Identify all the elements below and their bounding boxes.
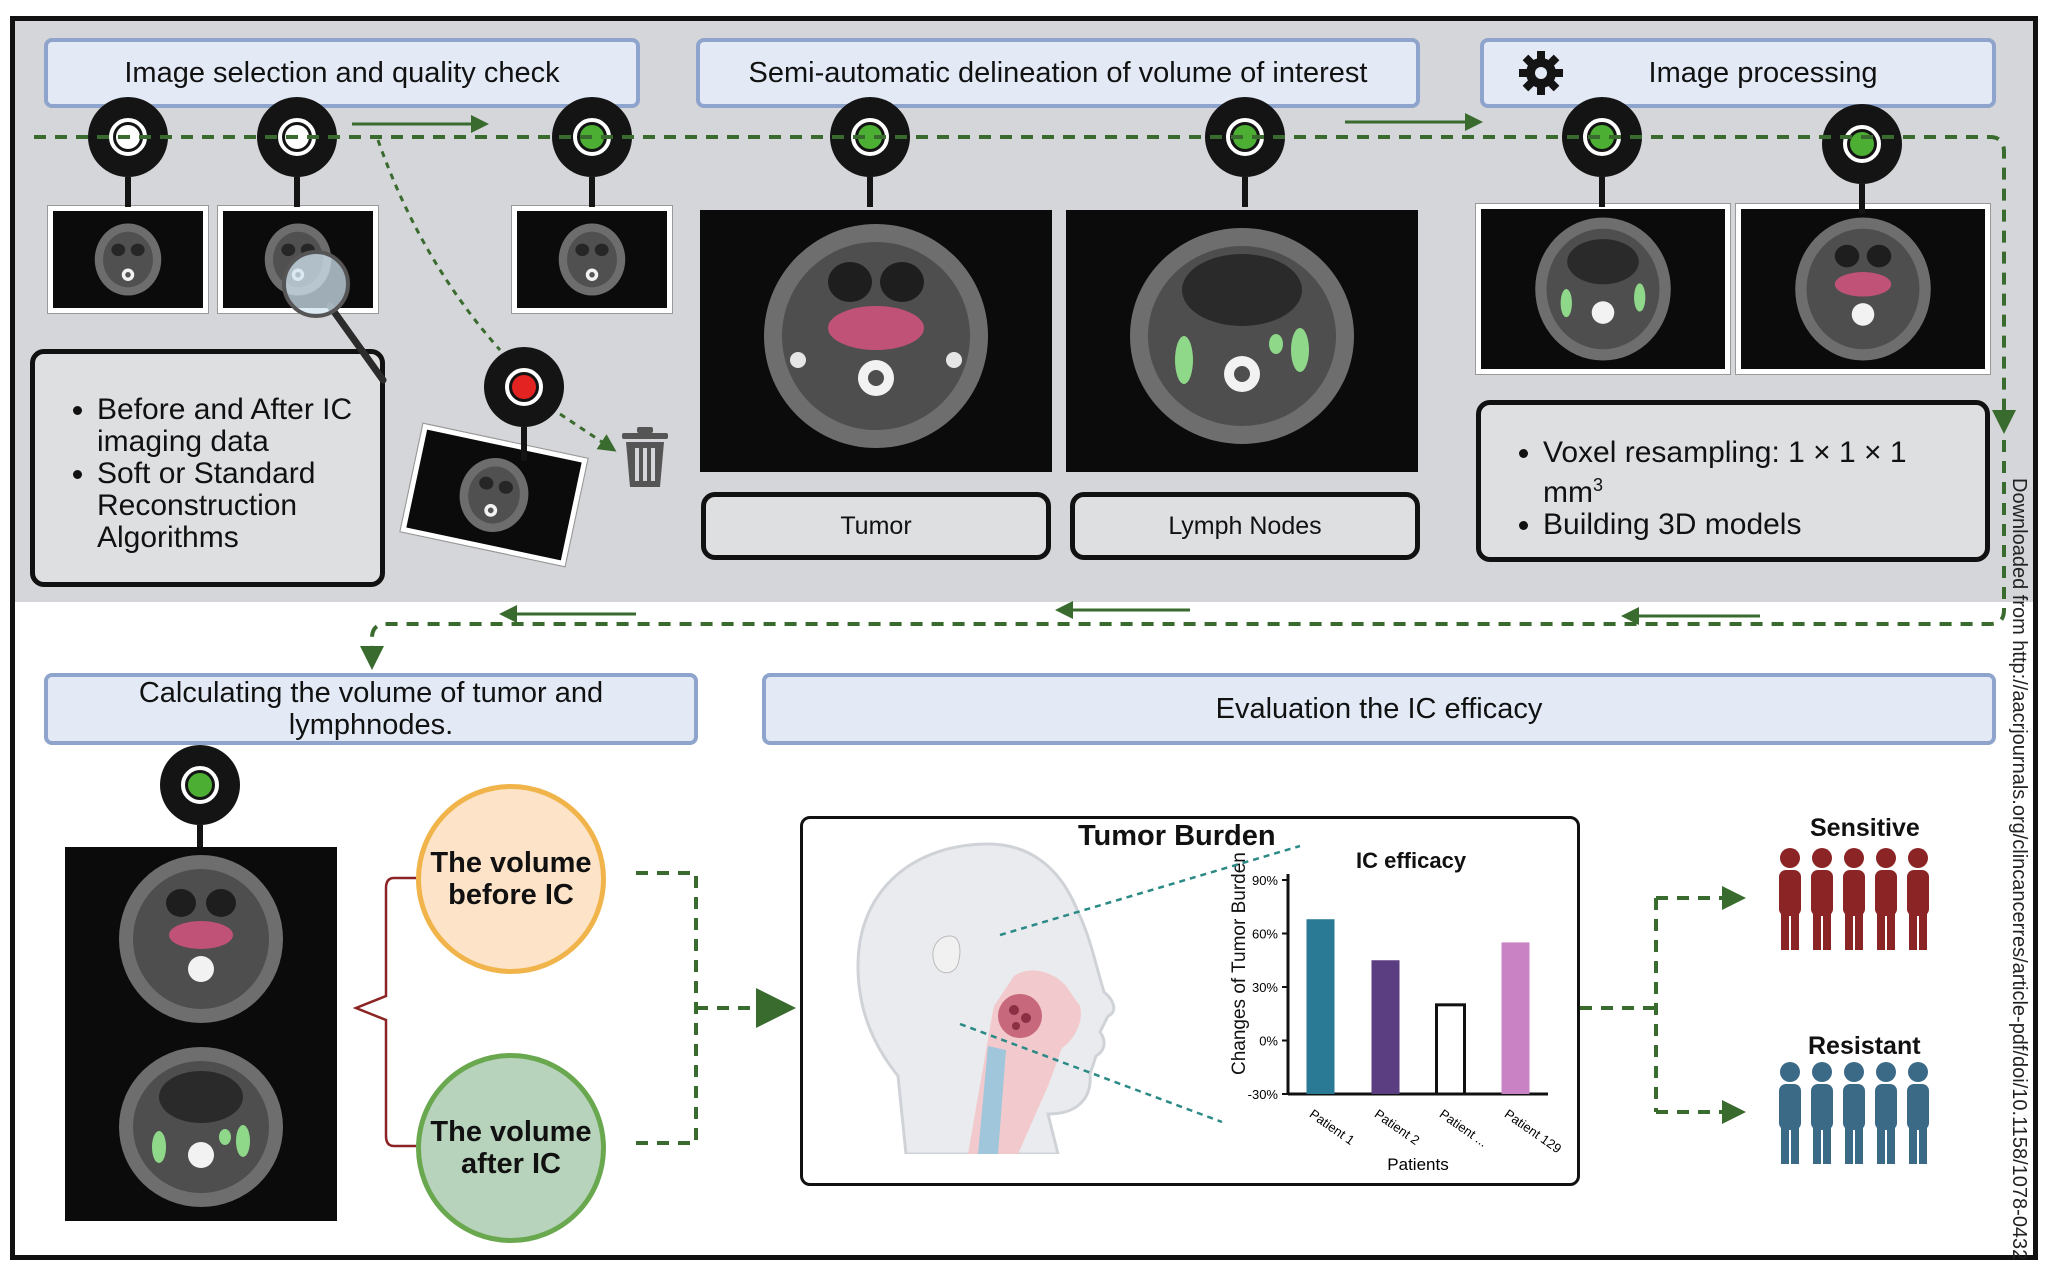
ct-scan-thumbnail-1 xyxy=(48,206,208,313)
chart-x-tick-label: Patient 129 xyxy=(1502,1106,1564,1156)
lymph-nodes-label-box: Lymph Nodes xyxy=(1070,492,1420,560)
chart-bar xyxy=(1501,942,1530,1094)
download-watermark: Downloaded from http://aacrjournals.org/… xyxy=(2008,478,2030,1261)
gear-icon xyxy=(1519,51,1563,95)
ct-axial-slice-tumor xyxy=(1795,217,1931,361)
ct-scan-processed-lymph xyxy=(1476,204,1730,374)
figure-frame xyxy=(10,16,2038,1260)
sensitive-people-icon xyxy=(1779,848,1929,950)
resistant-label: Resistant xyxy=(1808,1032,1921,1060)
ct-scan-thumbnail-accepted xyxy=(512,206,672,313)
chart-y-tick-label: 90% xyxy=(1252,873,1278,888)
ct-axial-slice xyxy=(558,223,626,296)
resistant-people-icon xyxy=(1779,1062,1929,1164)
chart-y-tick-label: 60% xyxy=(1252,927,1278,942)
step-header-calculating: Calculating the volume of tumor and lymp… xyxy=(44,673,698,745)
note-3d-models: Building 3D models xyxy=(1543,509,1985,541)
ct-scan-tumor-delineation xyxy=(700,210,1052,472)
step-header-selection: Image selection and quality check xyxy=(44,38,640,108)
chart-y-tick-label: -30% xyxy=(1248,1087,1279,1102)
ct-scan-lymph-delineation xyxy=(1066,210,1418,472)
ct-scan-volume-before xyxy=(65,847,337,1037)
ct-scan-processed-tumor xyxy=(1736,204,1990,374)
ic-efficacy-chart: -30% 0% 30% 60% 90% Patient 1 Patient 2 Patient… xyxy=(1248,873,1565,1174)
tumor-label-box: Tumor xyxy=(701,492,1051,560)
chart-x-tick-label: Patient ... xyxy=(1437,1106,1491,1150)
sensitive-label: Sensitive xyxy=(1810,814,1920,842)
chart-bar xyxy=(1435,1003,1466,1096)
step-header-evaluation: Evaluation the IC efficacy xyxy=(762,673,1996,745)
chart-y-tick-label: 0% xyxy=(1259,1034,1278,1049)
chart-bar xyxy=(1306,919,1335,1094)
note-reconstruction: Soft or Standard Reconstruction Algorith… xyxy=(97,458,380,554)
ct-axial-slice-lymph xyxy=(1535,217,1671,361)
ct-axial-slice-lymph xyxy=(1130,228,1354,444)
ct-axial-slice-lymph xyxy=(119,1047,283,1207)
ct-axial-slice-tumor xyxy=(119,855,283,1023)
head-anatomy-icon xyxy=(856,842,1116,1154)
magnifier-icon xyxy=(282,250,387,384)
chart-title: IC efficacy xyxy=(1356,848,1467,873)
note-before-after: Before and After IC imaging data xyxy=(97,394,380,458)
chart-x-tick-label: Patient 2 xyxy=(1372,1106,1423,1148)
note-voxel: Voxel resampling: 1 × 1 × 1 mm3 xyxy=(1543,437,1985,509)
chart-x-axis-label: Patients xyxy=(1387,1155,1448,1174)
step-header-delineation: Semi-automatic delineation of volume of … xyxy=(696,38,1420,108)
step-header-processing: Image processing xyxy=(1480,38,1996,108)
ct-axial-slice-tumor xyxy=(764,224,988,448)
ct-axial-slice xyxy=(94,223,162,296)
trash-icon xyxy=(622,427,668,487)
processing-notes-box: Voxel resampling: 1 × 1 × 1 mm3 Building… xyxy=(1476,400,1990,562)
chart-x-tick-label: Patient 1 xyxy=(1307,1106,1358,1148)
chart-y-tick-label: 30% xyxy=(1252,980,1278,995)
chart-bar xyxy=(1371,960,1400,1094)
ct-scan-volume-after xyxy=(65,1037,337,1221)
